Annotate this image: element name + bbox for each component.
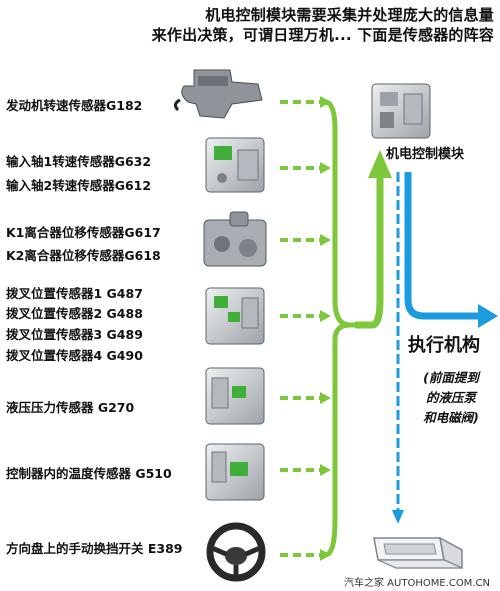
header-line-1: 机电控制模块需要采集并处理庞大的信息量 xyxy=(205,6,494,24)
sensor-label-g617: K1离合器位移传感器G617 xyxy=(6,225,161,240)
clutch-actuator-image xyxy=(203,211,267,267)
control-module-image xyxy=(371,83,431,139)
steering-wheel-image xyxy=(206,522,266,582)
sensor-label-g612: 输入轴2转速传感器G612 xyxy=(6,178,152,193)
sensor-label-g510: 控制器内的温度传感器 G510 xyxy=(6,466,172,481)
header-line-2: 来作出决策，可谓日理万机... 下面是传感器的阵容 xyxy=(151,26,494,44)
actuator-note-line-3: 和电磁阀) xyxy=(423,410,479,425)
actuator-note-line-2: 的液压泵 xyxy=(425,390,476,405)
engine-speed-sensor-image xyxy=(173,69,263,119)
sensor-label-g182: 发动机转速传感器G182 xyxy=(6,98,143,113)
sensor-label-e389: 方向盘上的手动换挡开关 E389 xyxy=(6,541,183,556)
actuator-note-line-1: (前面提到 xyxy=(423,370,479,385)
sensor-label-g270: 液压压力传感器 G270 xyxy=(6,400,135,415)
sensor-label-g618: K2离合器位移传感器G618 xyxy=(6,248,161,263)
sensor-label-g632: 输入轴1转速传感器G632 xyxy=(6,154,152,169)
sensor-label-g487: 拨叉位置传感器1 G487 xyxy=(6,286,143,301)
control-module-label: 机电控制模块 xyxy=(386,147,465,162)
watermark: 汽车之家 AUTOHOME.COM.CN xyxy=(344,578,490,589)
diagnostic-connector-image xyxy=(373,536,463,570)
blue-output-arrows xyxy=(392,172,498,524)
mechatronic-unit-image-3 xyxy=(205,367,265,425)
mechatronic-unit-image-1 xyxy=(205,137,265,193)
green-sensor-arrows xyxy=(280,100,322,557)
green-collector-line xyxy=(324,99,392,558)
mechatronic-unit-image-2 xyxy=(205,287,265,345)
sensor-label-g490: 拨叉位置传感器4 G490 xyxy=(6,348,143,363)
green-arrowheads xyxy=(320,96,331,561)
mechatronic-unit-image-4 xyxy=(205,443,265,501)
actuator-label: 执行机构 xyxy=(408,335,480,356)
sensor-label-g488: 拨叉位置传感器2 G488 xyxy=(6,306,143,321)
sensor-label-g489: 拨叉位置传感器3 G489 xyxy=(6,327,143,342)
actuator-note: (前面提到 的液压泵 和电磁阀) xyxy=(408,368,494,428)
